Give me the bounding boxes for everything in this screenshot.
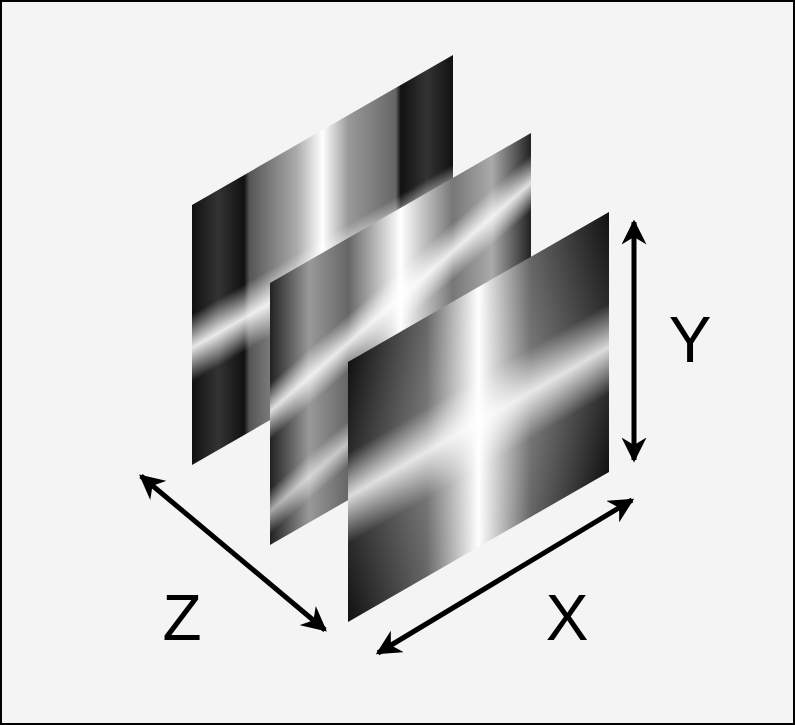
- front-plane: [348, 212, 609, 622]
- x-axis-arrow: [378, 500, 632, 653]
- axis-label: Z: [162, 586, 201, 650]
- y-axis-arrow: [632, 222, 637, 460]
- axis-label: X: [546, 586, 589, 650]
- axis-label: Y: [669, 308, 712, 372]
